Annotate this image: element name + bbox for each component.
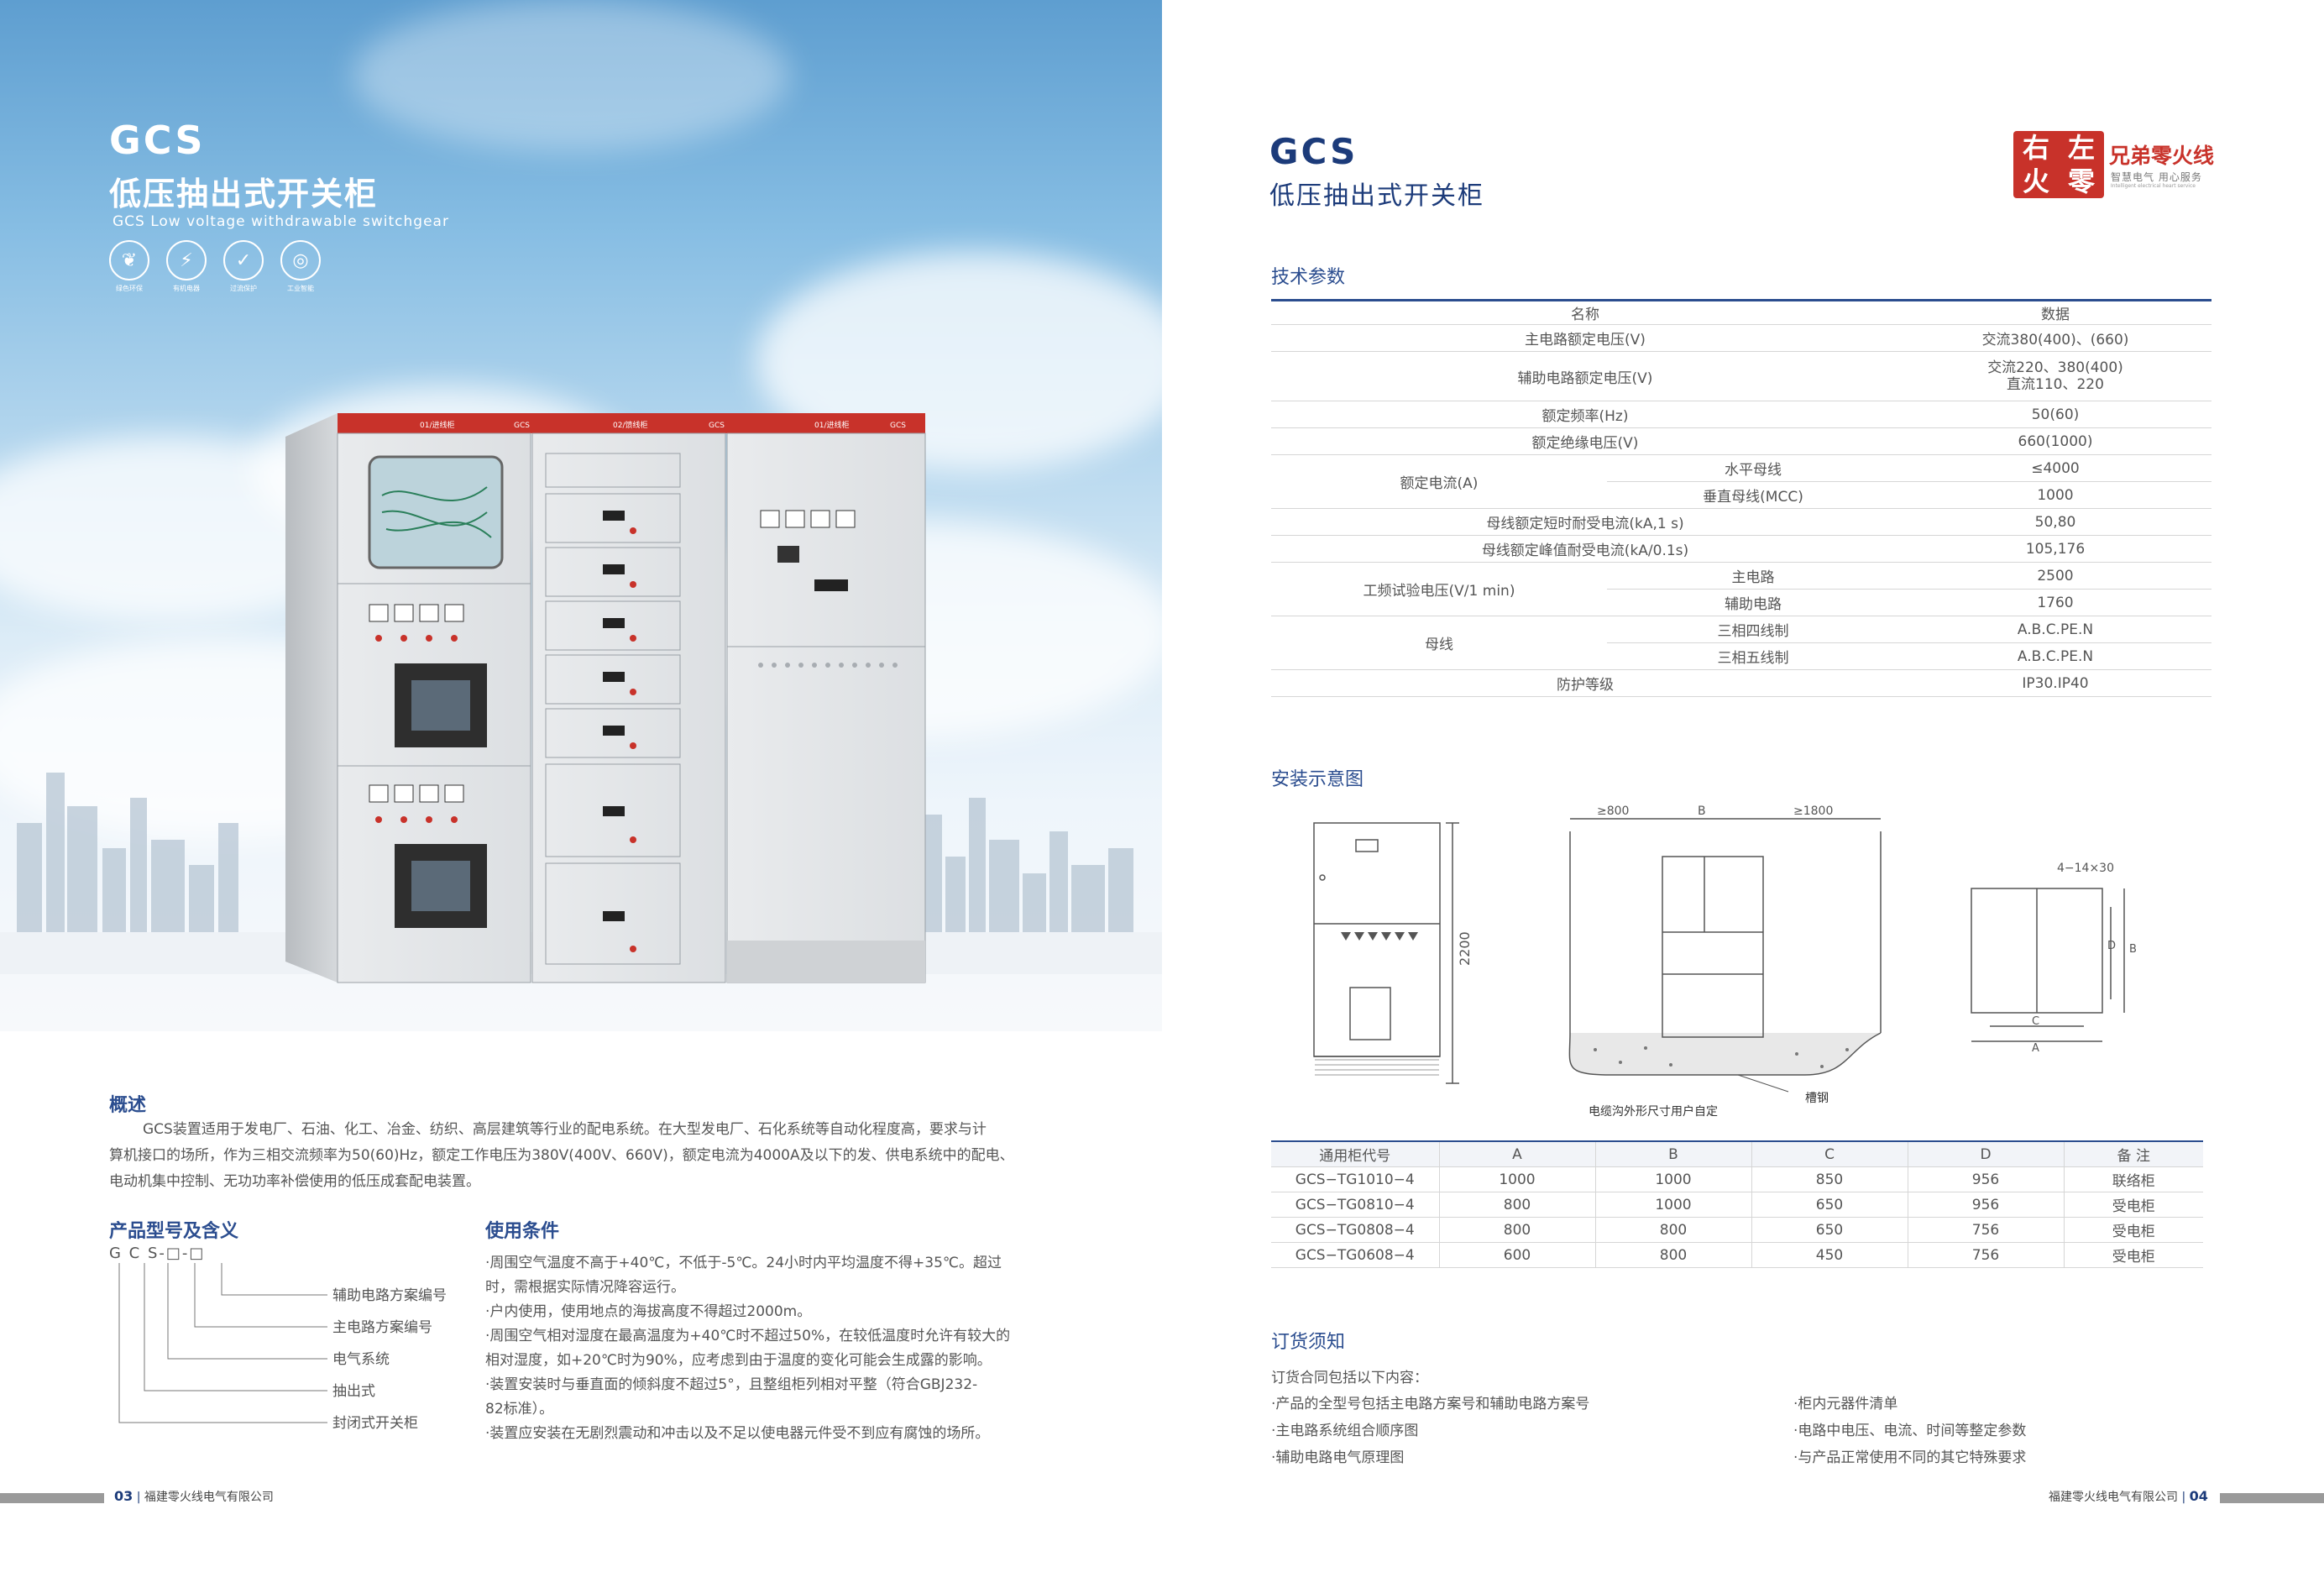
hero-image: GCS 低压抽出式开关柜 GCS Low voltage withdrawabl… <box>0 0 1162 1031</box>
footer-bar-right <box>2220 1493 2324 1503</box>
ordering-list-left: ·产品的全型号包括主电路方案号和辅助电路方案号 ·主电路系统组合顺序图 ·辅助电… <box>1271 1396 1590 1466</box>
right-title: GCS <box>1269 131 1358 172</box>
leaf-hand-icon: ❦ <box>109 240 149 280</box>
model-diagram-lines <box>118 1263 327 1423</box>
brand-name: 兄弟零火线 <box>2109 144 2215 168</box>
svg-text:GCS: GCS <box>514 422 530 430</box>
svg-text:≥800: ≥800 <box>1597 804 1629 818</box>
svg-text:≥1800: ≥1800 <box>1793 804 1833 818</box>
feature-smart: ◎ 工业智能 <box>274 240 327 293</box>
install-heading: 安装示意图 <box>1271 769 1364 790</box>
svg-text:4−14×30: 4−14×30 <box>2057 862 2114 875</box>
feature-eco: ❦ 绿色环保 <box>102 240 156 293</box>
svg-text:电缆沟外形尺寸用户自定: 电缆沟外形尺寸用户自定 <box>1589 1104 1718 1119</box>
model-code: G C S-□-□ <box>109 1245 206 1262</box>
shield-check-icon: ✓ <box>223 240 264 280</box>
footer-left: 03 | 福建零火线电气有限公司 <box>114 1488 274 1504</box>
svg-text:D: D <box>2107 940 2116 952</box>
conditions-heading: 使用条件 <box>485 1221 560 1242</box>
ordering-heading: 订货须知 <box>1271 1332 1346 1353</box>
ordering-list-right: ·柜内元器件清单 ·电路中电压、电流、时间等整定参数 ·与产品正常使用不同的其它… <box>1793 1396 2027 1466</box>
params-table: 名称数据 主电路额定电压(V)交流380(400)、(660) 辅助电路额定电压… <box>1271 301 2211 697</box>
svg-text:01/进线柜: 01/进线柜 <box>814 420 850 430</box>
svg-text:槽钢: 槽钢 <box>1805 1092 1829 1105</box>
svg-text:GCS: GCS <box>709 422 725 430</box>
install-diagram: 2200 ≥800 B ≥1800 电缆沟外形尺寸用户自定 槽钢 4−14×30… <box>1313 804 2137 1119</box>
footer-right: 福建零火线电气有限公司 | 04 <box>2049 1488 2208 1504</box>
overview-heading: 概述 <box>109 1095 147 1116</box>
globe-icon: ◎ <box>280 240 321 280</box>
svg-text:01/进线柜: 01/进线柜 <box>420 420 455 430</box>
hero-title: GCS <box>109 118 206 163</box>
power-tower-icon: ⚡ <box>166 240 207 280</box>
svg-text:02/馈线柜: 02/馈线柜 <box>613 420 648 430</box>
svg-text:B: B <box>1698 804 1706 818</box>
params-heading: 技术参数 <box>1271 267 1346 288</box>
footer-bar-left <box>0 1493 104 1503</box>
svg-text:2200: 2200 <box>1457 931 1473 966</box>
hero-english-title: GCS Low voltage withdrawable switchgear <box>113 213 449 230</box>
svg-text:B: B <box>2129 943 2137 956</box>
model-items: 辅助电路方案编号 主电路方案编号 电气系统 抽出式 封闭式开关柜 <box>332 1287 447 1432</box>
overview-text: GCS装置适用于发电厂、石油、化工、冶金、纺织、高层建筑等行业的配电系统。在大型… <box>109 1121 1014 1190</box>
ordering-intro: 订货合同包括以下内容： <box>1271 1370 1428 1386</box>
model-heading: 产品型号及含义 <box>109 1221 239 1242</box>
feature-electric: ⚡ 有机电器 <box>160 240 213 293</box>
hero-subtitle: 低压抽出式开关柜 <box>109 176 379 212</box>
feature-protection: ✓ 过流保护 <box>217 240 270 293</box>
brand-slogan-en: Intelligent electrical heart service <box>2111 183 2196 189</box>
brand-seal-logo: 右 左 火 零 <box>2013 131 2104 198</box>
params-top-rule <box>1271 299 2211 301</box>
conditions-list: ·周围空气温度不高于+40℃，不低于-5℃。24小时内平均温度不得+35℃。超过… <box>485 1255 1011 1442</box>
svg-text:C: C <box>2032 1015 2039 1028</box>
svg-text:GCS: GCS <box>890 422 906 430</box>
switchgear-cabinet: 01/进线柜 GCS 02/馈线柜 GCS 01/进线柜 GCS <box>285 413 926 983</box>
svg-text:A: A <box>2032 1042 2039 1055</box>
brand-slogan: 智慧电气 用心服务 <box>2111 171 2202 183</box>
order-table-rule <box>1271 1140 2203 1142</box>
right-subtitle: 低压抽出式开关柜 <box>1269 181 1484 211</box>
